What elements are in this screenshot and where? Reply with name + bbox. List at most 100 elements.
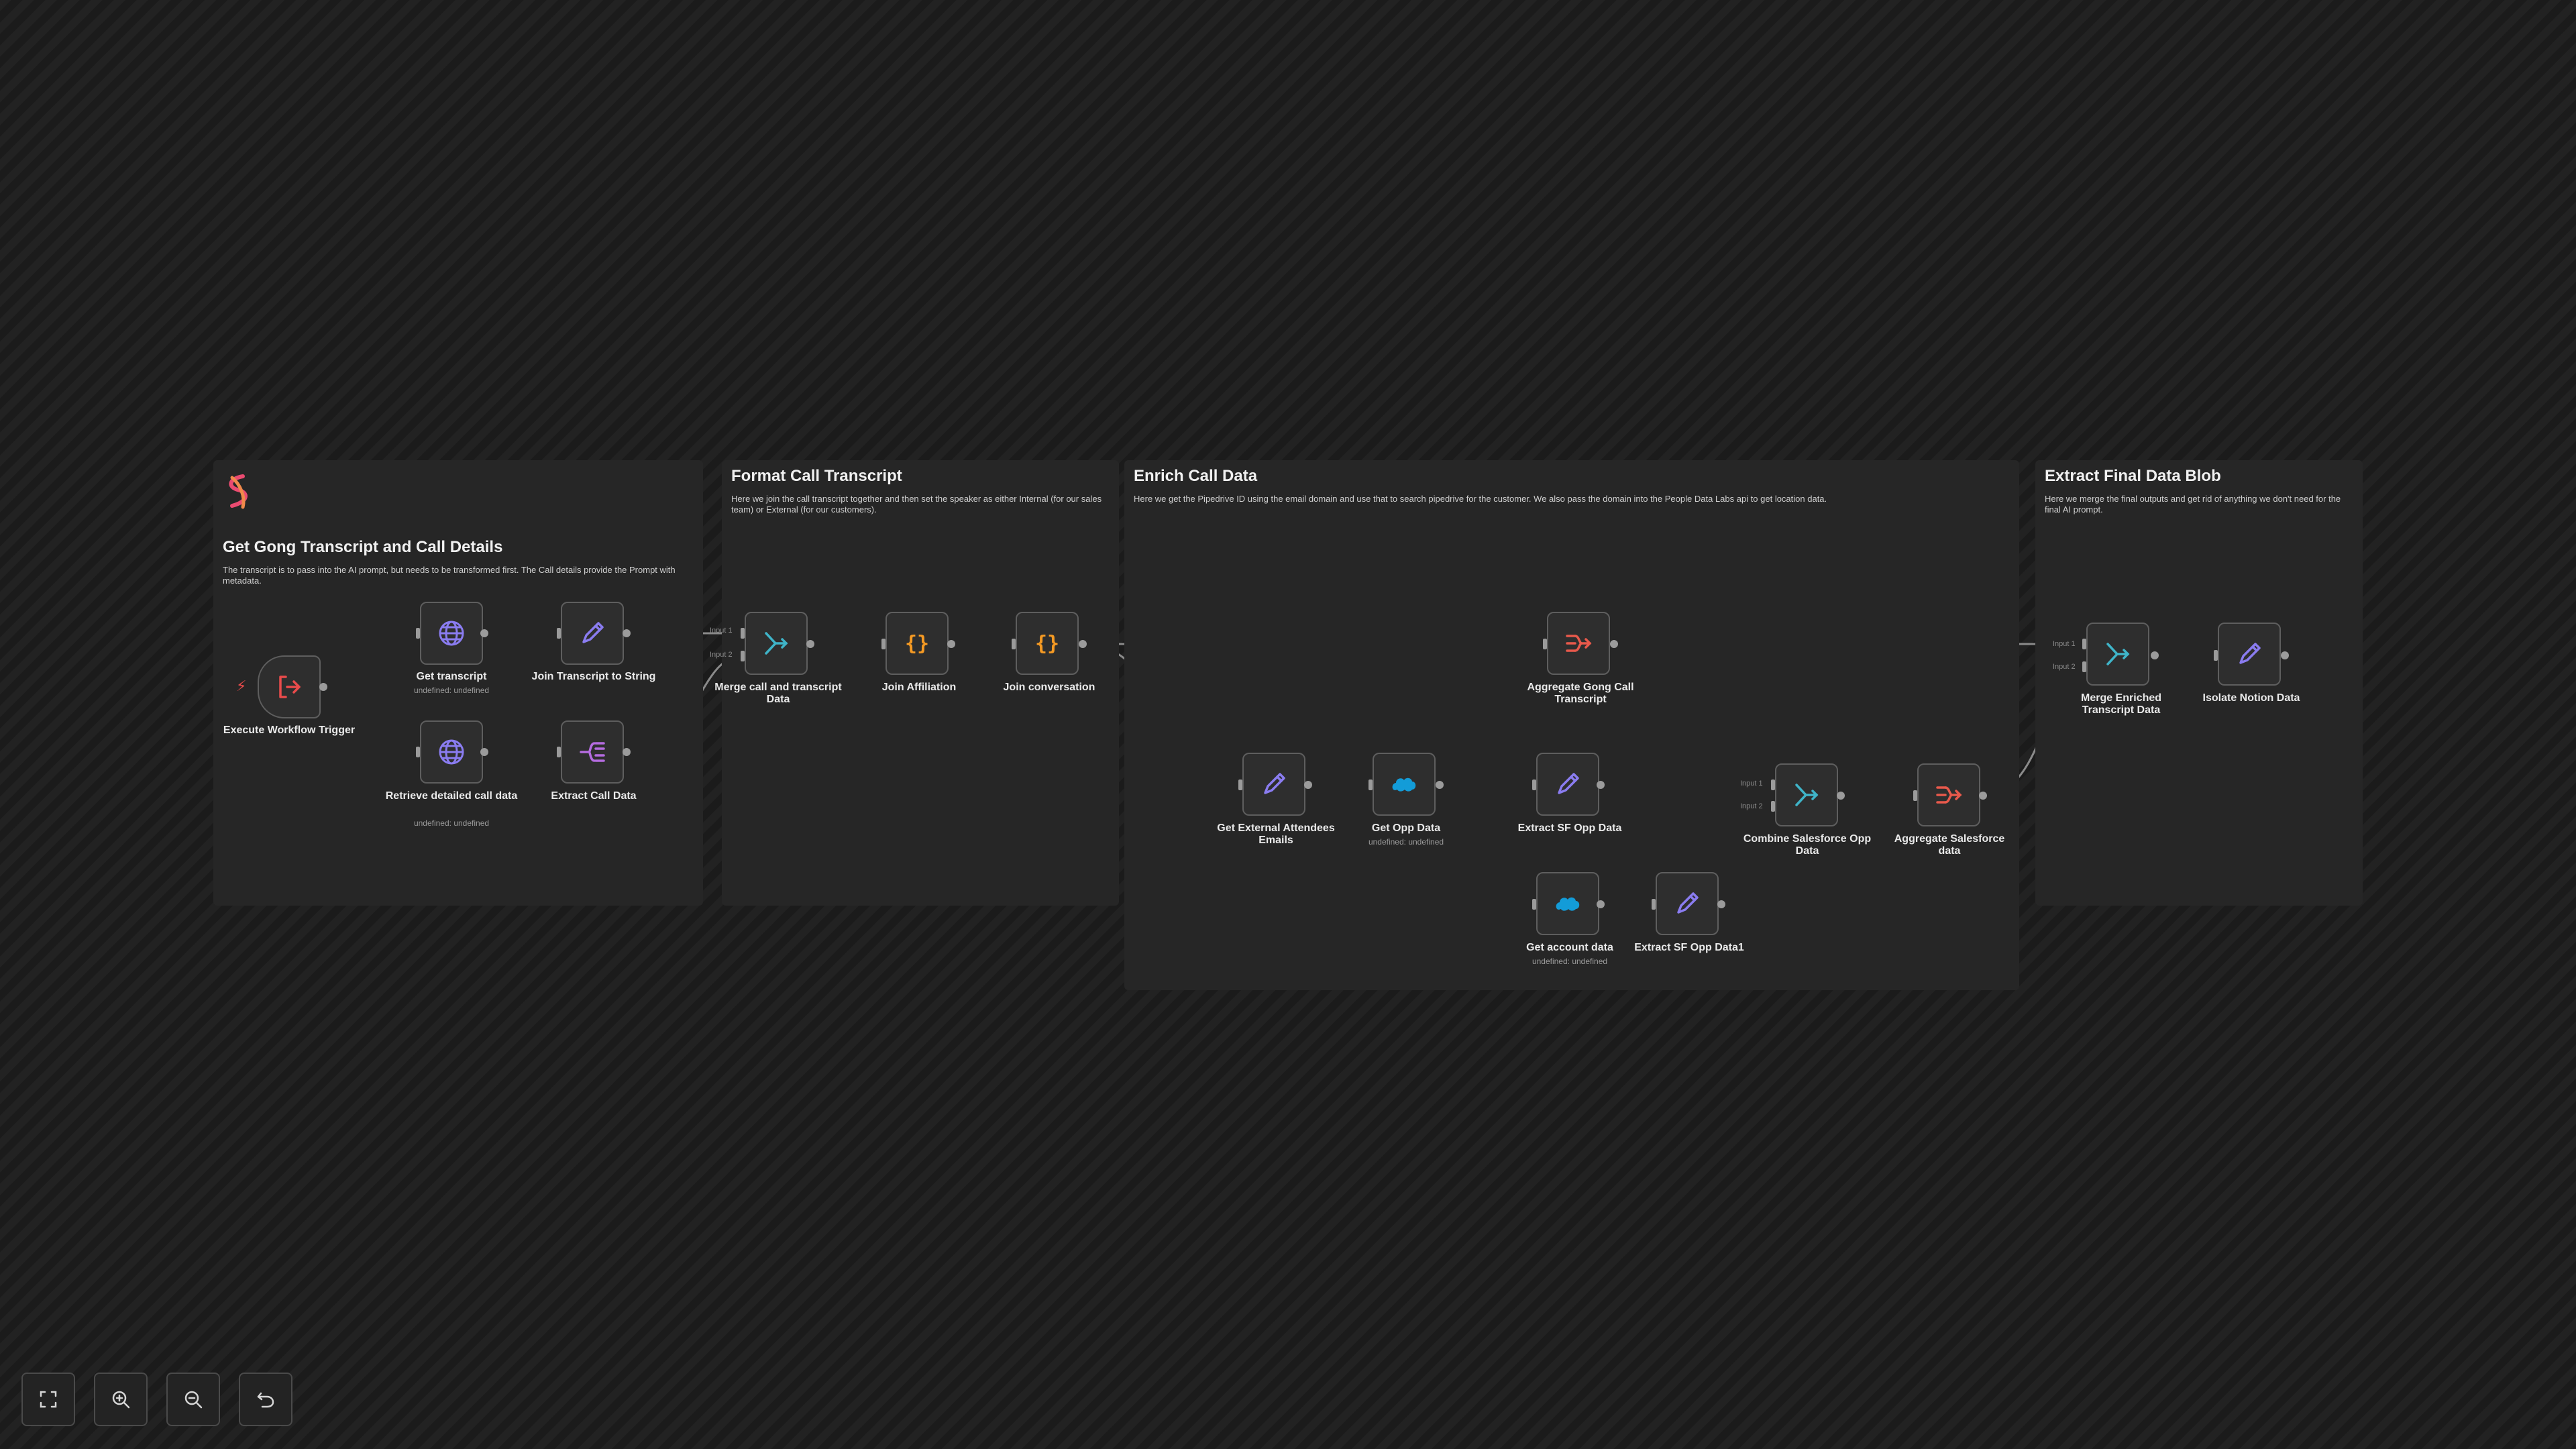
output-port[interactable] <box>1436 781 1444 789</box>
node-label: Get transcript <box>416 671 487 682</box>
output-port[interactable] <box>1717 900 1725 908</box>
output-port[interactable] <box>1079 640 1087 648</box>
input-port[interactable] <box>1652 899 1656 910</box>
node-subtitle: undefined: undefined <box>413 686 490 695</box>
input-port[interactable] <box>416 628 420 639</box>
node-label: Join conversation <box>1003 682 1095 693</box>
pencil-icon <box>2239 643 2261 664</box>
output-port[interactable] <box>319 683 327 691</box>
merge-icon <box>1795 784 1819 806</box>
node-label: Extract SF Opp Data1 <box>1634 942 1744 953</box>
input-port[interactable] <box>1913 790 1917 801</box>
aggregate-icon <box>1936 786 1962 804</box>
code-braces-icon: {} <box>1035 632 1059 655</box>
node-get-opp-data[interactable] <box>1373 753 1436 816</box>
output-port[interactable] <box>1610 640 1618 648</box>
input-port[interactable] <box>557 628 561 639</box>
node-label: Merge Enriched Transcript Data <box>2080 692 2162 716</box>
output-port[interactable] <box>806 640 814 648</box>
output-port[interactable] <box>1979 792 1987 800</box>
input-port[interactable] <box>416 747 420 757</box>
svg-text:{}: {} <box>905 632 929 655</box>
aggregate-icon <box>1566 635 1592 652</box>
group-extract-final-data[interactable]: Extract Final Data Blob Here we merge th… <box>2035 460 2363 906</box>
input-2-label: Input 2 <box>2053 663 2076 671</box>
output-port[interactable] <box>1304 781 1312 789</box>
input-2-label: Input 2 <box>710 651 733 659</box>
node-label: Join Affiliation <box>881 682 957 693</box>
node-label: Get External Attendees Emails <box>1217 822 1335 846</box>
output-port[interactable] <box>947 640 955 648</box>
output-port[interactable] <box>623 629 631 637</box>
output-port[interactable] <box>1837 792 1845 800</box>
reset-zoom-button[interactable] <box>239 1373 292 1426</box>
node-execute-workflow-trigger[interactable] <box>258 655 321 718</box>
zoom-in-button[interactable] <box>94 1373 148 1426</box>
input-port[interactable] <box>1532 899 1536 910</box>
node-merge-enriched-transcript-data[interactable] <box>2086 623 2149 686</box>
input-port[interactable] <box>741 628 745 639</box>
code-braces-icon: {} <box>905 632 929 655</box>
output-port[interactable] <box>1597 781 1605 789</box>
sign-in-icon <box>279 676 301 698</box>
globe-icon <box>439 621 464 646</box>
undo-icon <box>257 1392 274 1408</box>
group-title: Format Call Transcript <box>731 467 902 485</box>
node-get-account-data[interactable] <box>1536 872 1599 935</box>
node-label: Get Opp Data <box>1371 822 1441 834</box>
input-port[interactable] <box>1368 780 1373 790</box>
output-port[interactable] <box>480 629 488 637</box>
node-retrieve-detailed-call-data[interactable] <box>420 720 483 784</box>
node-extract-sf-opp-data[interactable] <box>1536 753 1599 816</box>
input-port[interactable] <box>1771 780 1775 790</box>
output-port[interactable] <box>2281 651 2289 659</box>
node-join-conversation[interactable]: {} <box>1016 612 1079 675</box>
node-aggregate-gong-call-transcript[interactable] <box>1547 612 1610 675</box>
node-label: Extract SF Opp Data <box>1517 822 1622 834</box>
node-label: Extract Call Data <box>551 790 637 802</box>
globe-icon <box>439 739 464 765</box>
merge-icon <box>765 632 788 655</box>
input-port[interactable] <box>1012 639 1016 649</box>
input-port[interactable] <box>2082 661 2086 672</box>
group-description: The transcript is to pass into the AI pr… <box>223 565 676 586</box>
output-port[interactable] <box>1597 900 1605 908</box>
group-description: Here we get the Pipedrive ID using the e… <box>1134 494 1827 504</box>
node-join-affiliation[interactable]: {} <box>885 612 949 675</box>
pencil-icon <box>582 622 604 643</box>
input-port[interactable] <box>2214 650 2218 661</box>
output-port[interactable] <box>623 748 631 756</box>
n8n-logo-icon <box>229 474 248 509</box>
node-label: Get account data <box>1526 942 1613 953</box>
node-join-transcript-to-string[interactable] <box>561 602 624 665</box>
node-label: Execute Workflow Trigger <box>223 724 356 736</box>
input-port[interactable] <box>2082 639 2086 649</box>
group-description: Here we merge the final outputs and get … <box>2045 494 2341 515</box>
node-subtitle: undefined: undefined <box>1368 837 1444 847</box>
node-merge-call-and-transcript[interactable] <box>745 612 808 675</box>
node-combine-salesforce-opp-data[interactable] <box>1775 763 1838 826</box>
node-aggregate-salesforce-data[interactable] <box>1917 763 1980 826</box>
input-port[interactable] <box>1532 780 1536 790</box>
node-get-external-attendees-emails[interactable] <box>1242 753 1305 816</box>
input-port[interactable] <box>1238 780 1242 790</box>
node-extract-call-data[interactable] <box>561 720 624 784</box>
output-port[interactable] <box>480 748 488 756</box>
node-extract-sf-opp-data1[interactable] <box>1656 872 1719 935</box>
input-port[interactable] <box>1543 639 1547 649</box>
node-subtitle: undefined: undefined <box>413 818 490 828</box>
output-port[interactable] <box>2151 651 2159 659</box>
input-port[interactable] <box>1771 801 1775 812</box>
zoom-out-button[interactable] <box>166 1373 220 1426</box>
input-port[interactable] <box>557 747 561 757</box>
input-port[interactable] <box>741 651 745 661</box>
fit-view-button[interactable] <box>21 1373 75 1426</box>
node-get-transcript[interactable] <box>420 602 483 665</box>
input-port[interactable] <box>881 639 885 649</box>
group-format-call-transcript[interactable]: Format Call Transcript Here we join the … <box>722 460 1119 906</box>
group-title: Extract Final Data Blob <box>2045 467 2221 485</box>
zoom-in-icon <box>112 1391 130 1409</box>
salesforce-icon <box>1392 777 1416 792</box>
node-isolate-notion-data[interactable] <box>2218 623 2281 686</box>
